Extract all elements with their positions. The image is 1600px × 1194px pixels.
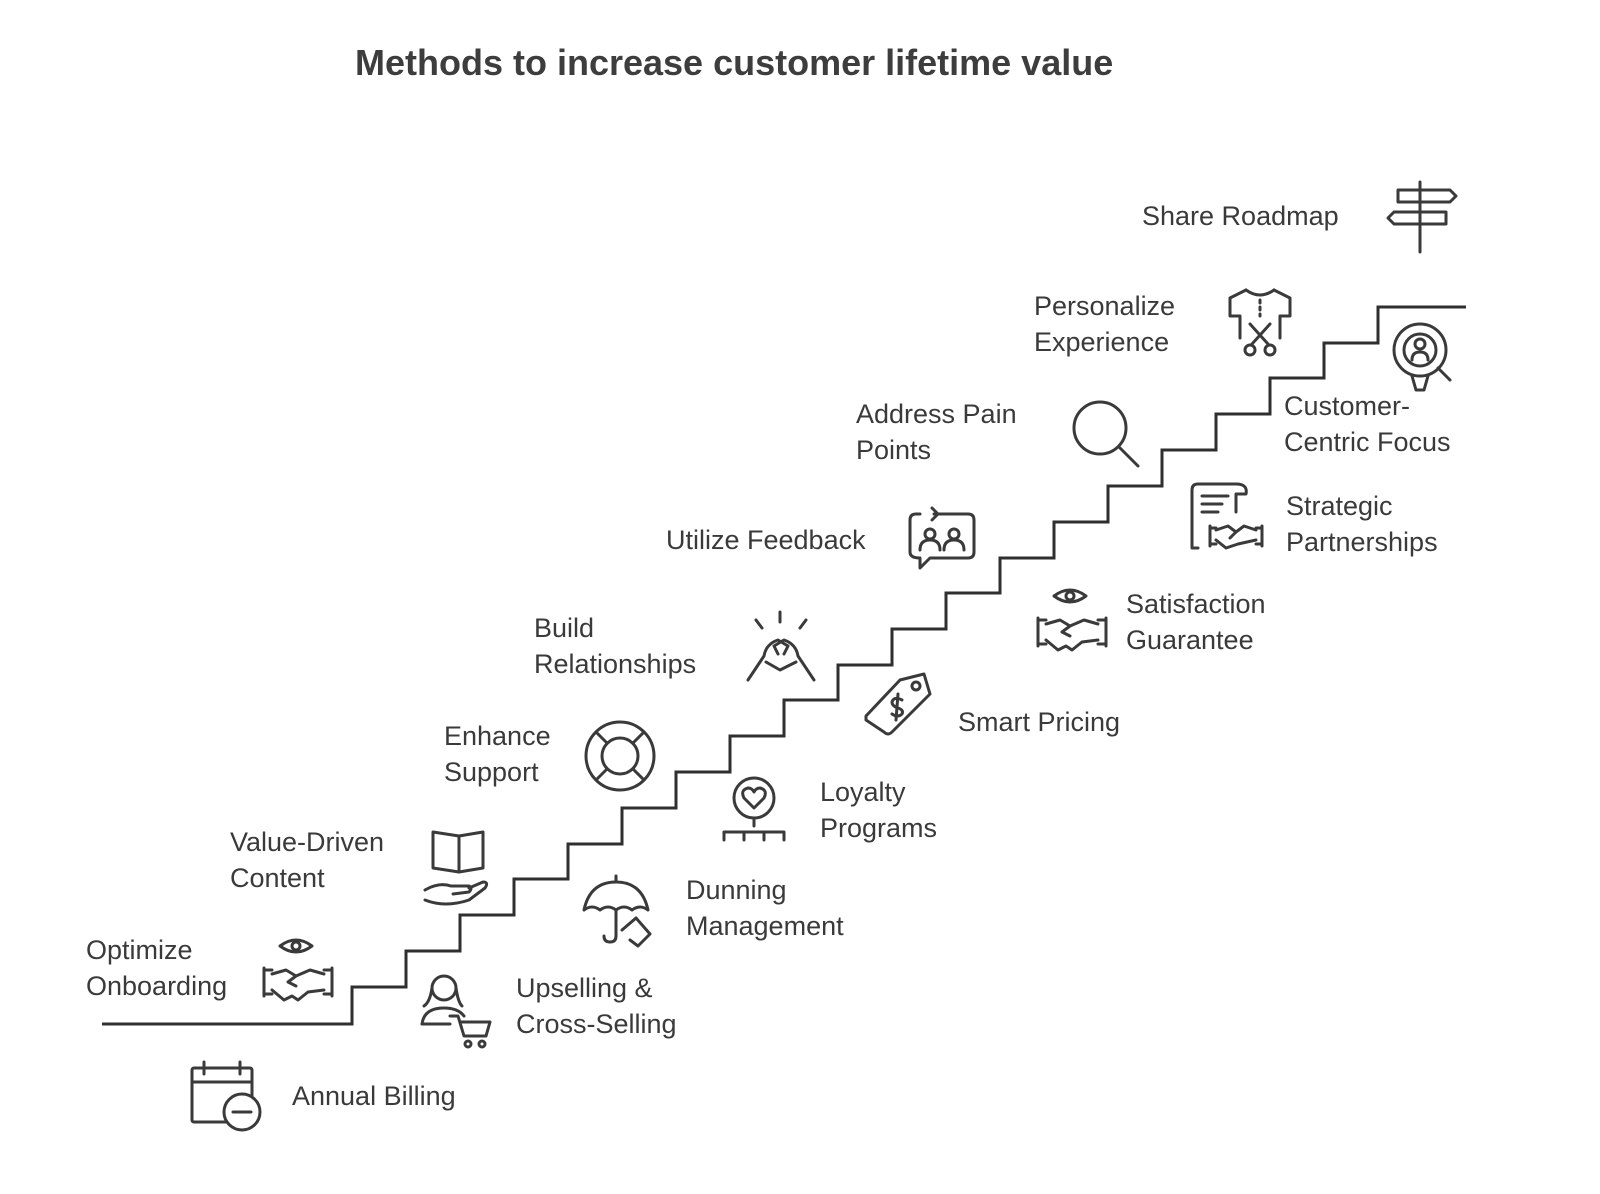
label-line: Partnerships xyxy=(1286,527,1438,557)
step-label-share-roadmap: Share Roadmap xyxy=(1142,198,1339,234)
label-line: Loyalty xyxy=(820,777,906,807)
step-label-dunning-management: Dunning Management xyxy=(686,872,844,944)
label-line: Cross-Selling xyxy=(516,1009,677,1039)
shirt-scissors-icon xyxy=(1228,288,1292,357)
feedback-chat-icon xyxy=(908,506,976,570)
label-line: Build xyxy=(534,613,595,643)
label-line: Smart Pricing xyxy=(958,707,1121,737)
label-line: Personalize xyxy=(1034,291,1176,321)
label-line: Centric Focus xyxy=(1284,427,1451,457)
label-line: Strategic xyxy=(1286,491,1393,521)
step-label-smart-pricing: Smart Pricing xyxy=(958,704,1120,740)
signpost-icon xyxy=(1386,180,1458,254)
clasped-hands-icon xyxy=(746,610,816,682)
step-label-value-driven-content: Value-Driven Content xyxy=(230,824,384,896)
step-label-satisfaction-guarantee: Satisfaction Guarantee xyxy=(1126,586,1266,658)
staircase-line xyxy=(102,305,1466,1026)
page-title: Methods to increase customer lifetime va… xyxy=(355,42,1114,83)
label-line: Experience xyxy=(1034,327,1170,357)
label-line: Utilize Feedback xyxy=(666,525,866,555)
label-line: Customer- xyxy=(1284,391,1411,421)
label-line: Guarantee xyxy=(1126,625,1254,655)
label-line: Relationships xyxy=(534,649,697,679)
label-line: Onboarding xyxy=(86,971,228,1001)
step-label-enhance-support: Enhance Support xyxy=(444,718,551,790)
handshake-eye-icon xyxy=(262,938,334,1002)
label-line: Satisfaction xyxy=(1126,589,1266,619)
label-line: Optimize xyxy=(86,935,193,965)
lifebuoy-icon xyxy=(584,720,656,792)
label-line: Dunning xyxy=(686,875,787,905)
label-line: Annual Billing xyxy=(292,1081,456,1111)
step-label-upselling: Upselling & Cross-Selling xyxy=(516,970,677,1042)
label-line: Programs xyxy=(820,813,938,843)
label-line: Address Pain xyxy=(856,399,1017,429)
step-label-build-relationships: Build Relationships xyxy=(534,610,696,682)
step-label-address-pain-points: Address Pain Points xyxy=(856,396,1017,468)
label-line: Enhance xyxy=(444,721,551,751)
customer-search-icon xyxy=(1392,322,1452,392)
step-label-loyalty-programs: Loyalty Programs xyxy=(820,774,937,846)
label-line: Content xyxy=(230,863,325,893)
step-label-strategic-partnerships: Strategic Partnerships xyxy=(1286,488,1438,560)
magnifier-icon xyxy=(1072,400,1140,468)
label-line: Share Roadmap xyxy=(1142,201,1339,231)
step-label-customer-centric-focus: Customer- Centric Focus xyxy=(1284,388,1451,460)
label-line: Management xyxy=(686,911,844,941)
step-label-optimize-onboarding: Optimize Onboarding xyxy=(86,932,227,1004)
step-label-annual-billing: Annual Billing xyxy=(292,1078,456,1114)
umbrella-hand-icon xyxy=(582,874,652,948)
handshake-eye-icon xyxy=(1036,588,1108,652)
label-line: Points xyxy=(856,435,932,465)
contract-handshake-icon xyxy=(1190,482,1264,550)
heart-org-icon xyxy=(722,776,786,842)
step-label-utilize-feedback: Utilize Feedback xyxy=(666,522,866,558)
step-label-personalize-experience: Personalize Experience xyxy=(1034,288,1175,360)
person-cart-icon xyxy=(420,974,492,1049)
label-line: Support xyxy=(444,757,539,787)
label-line: Upselling & xyxy=(516,973,653,1003)
calendar-minus-icon xyxy=(190,1060,262,1132)
label-line: Value-Driven xyxy=(230,827,385,857)
book-hand-icon xyxy=(423,830,489,906)
price-tag-icon xyxy=(864,672,932,736)
